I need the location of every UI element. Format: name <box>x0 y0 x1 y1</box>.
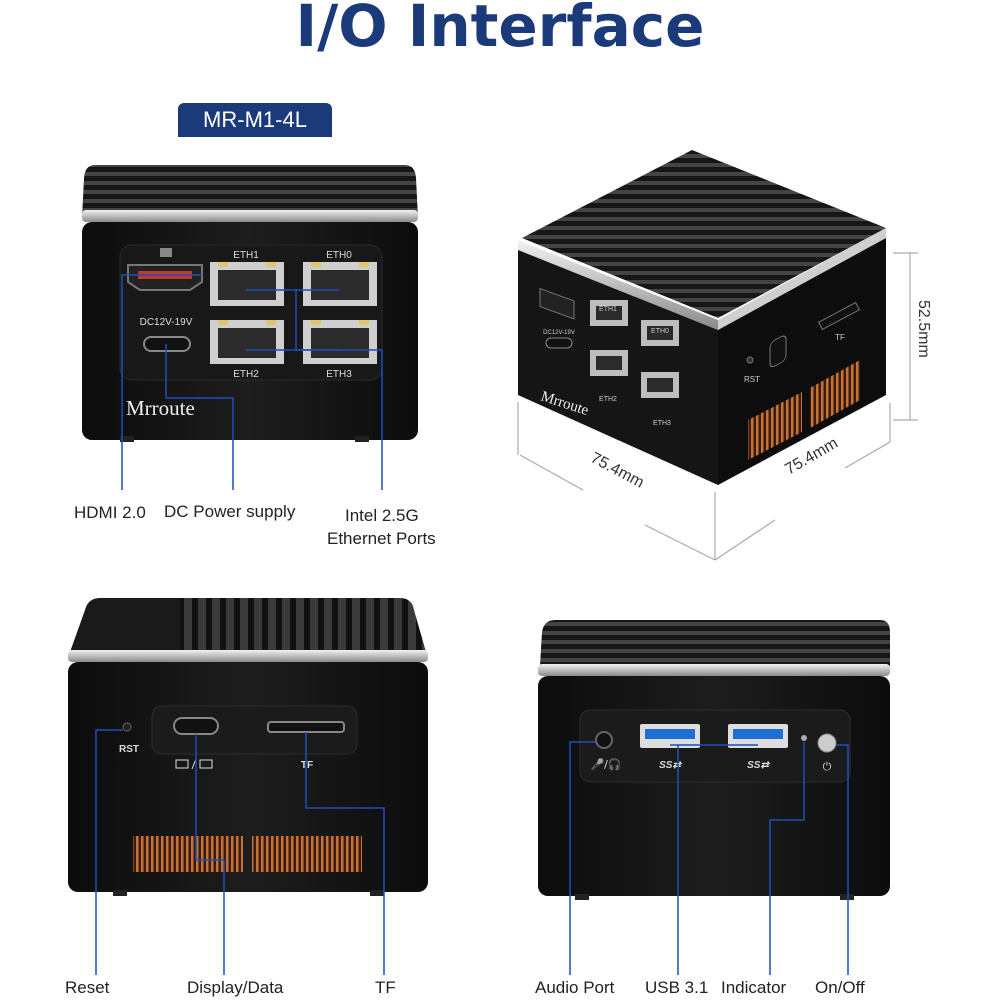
leader-power <box>836 744 849 975</box>
dc-label: DC12V-19V <box>140 317 193 328</box>
iso-typec-side-icon <box>769 335 787 368</box>
leader-tf <box>305 732 385 975</box>
reset-hole-icon <box>122 722 132 732</box>
back-foot <box>575 894 589 900</box>
iso-rim-left <box>518 240 718 330</box>
side-leader-lines <box>95 729 385 975</box>
iso-vent-left <box>748 392 802 460</box>
caption-hdmi: HDMI 2.0 <box>74 503 146 522</box>
leader-display <box>195 734 225 975</box>
dim-height-label: 52.5mm <box>915 300 932 358</box>
headset-icon: 🎤/🎧 <box>590 757 621 771</box>
usb-right-label: SS⇄ <box>747 760 770 771</box>
tf-card-slot-icon <box>267 721 345 733</box>
caption-on-off: On/Off <box>815 978 865 997</box>
front-leader-lines <box>121 274 383 490</box>
leader-hdmi <box>121 274 202 490</box>
ethernet-port-icon <box>210 262 284 306</box>
iso-eth1-label: ETH1 <box>599 306 617 313</box>
side-silver-rim <box>68 650 428 662</box>
side-vent-left <box>133 836 243 872</box>
hdmi-small-icon <box>160 248 172 257</box>
front-foot <box>120 436 134 442</box>
iso-tf-slot-icon <box>817 301 861 331</box>
caption-reset: Reset <box>65 978 110 997</box>
caption-ethernet-line1: Intel 2.5G <box>345 506 419 525</box>
caption-usb: USB 3.1 <box>645 978 709 997</box>
eth2-label: ETH2 <box>233 369 259 380</box>
iso-rst-label: RST <box>744 375 760 384</box>
side-rst-label: RST <box>119 744 139 755</box>
caption-display-data: Display/Data <box>187 978 284 997</box>
iso-hdmi-port-icon <box>539 287 575 320</box>
iso-top-heatsink <box>522 150 886 318</box>
ethernet-port-icon <box>303 262 377 306</box>
side-view-device: RST TF <box>68 598 428 896</box>
back-silver-rim <box>538 664 890 676</box>
leader-indicator <box>769 742 805 975</box>
iso-eth3-label: ETH3 <box>653 420 671 427</box>
audio-jack-icon <box>595 731 613 749</box>
ethernet-port-icon <box>303 320 377 364</box>
iso-rim-right <box>718 228 886 330</box>
dimension-lines <box>517 252 918 561</box>
eth0-label: ETH0 <box>326 250 352 261</box>
front-silver-rim <box>82 210 418 222</box>
dc-typec-port-icon <box>143 336 191 352</box>
iso-dc-label: DC12V-19V <box>543 330 575 336</box>
caption-ethernet-line2: Ethernet Ports <box>327 529 436 548</box>
power-button-icon <box>817 733 837 753</box>
eth1-label: ETH1 <box>233 250 259 261</box>
caption-indicator: Indicator <box>721 978 787 997</box>
leader-ethernet <box>296 349 383 490</box>
front-heatsink <box>82 165 418 218</box>
caption-audio-port: Audio Port <box>535 978 615 997</box>
back-heatsink <box>540 620 890 666</box>
iso-vent-right <box>810 360 860 428</box>
indicator-led-icon <box>801 735 807 741</box>
caption-tf: TF <box>375 978 396 997</box>
power-symbol-icon: ⏻ <box>823 760 832 773</box>
back-body <box>538 676 890 896</box>
side-foot <box>370 890 384 896</box>
leader-dc <box>165 344 234 490</box>
iso-tf-label: TF <box>835 333 845 342</box>
back-leader-lines <box>569 741 849 975</box>
eth3-label: ETH3 <box>326 369 352 380</box>
back-view-device: 🎤/🎧 SS⇄ SS⇄ ⏻ <box>538 620 890 900</box>
page-title: I/O Interface <box>295 0 705 60</box>
brand-logo: Mrroute <box>126 396 195 420</box>
leader-reset <box>95 729 123 975</box>
iso-typec-port-icon <box>545 337 573 349</box>
model-badge: MR-M1-4L <box>178 103 332 137</box>
side-vent-right <box>252 836 362 872</box>
side-heatsink-fins <box>180 598 426 652</box>
iso-view-device: Mrroute ETH1 ETH0 ETH2 ETH3 DC12V-19V RS… <box>518 150 886 485</box>
side-body <box>68 662 428 892</box>
iso-eth2-label: ETH2 <box>599 396 617 403</box>
iso-reset-hole-icon <box>746 356 754 364</box>
side-foot <box>113 890 127 896</box>
side-tf-label: TF <box>301 760 313 771</box>
front-view-device: ETH1 ETH0 ETH2 ETH3 DC12V-19V Mrroute <box>82 165 418 442</box>
side-top-solid <box>70 598 180 652</box>
caption-dc-power: DC Power supply <box>164 502 296 521</box>
leader-audio <box>569 741 596 975</box>
iso-eth0-label: ETH0 <box>651 328 669 335</box>
usbc-display-port-icon <box>173 717 219 735</box>
back-port-panel <box>579 709 851 783</box>
ethernet-port-icon <box>210 320 284 364</box>
front-foot <box>355 436 369 442</box>
back-foot <box>840 894 854 900</box>
usb-left-label: SS⇄ <box>659 760 682 771</box>
